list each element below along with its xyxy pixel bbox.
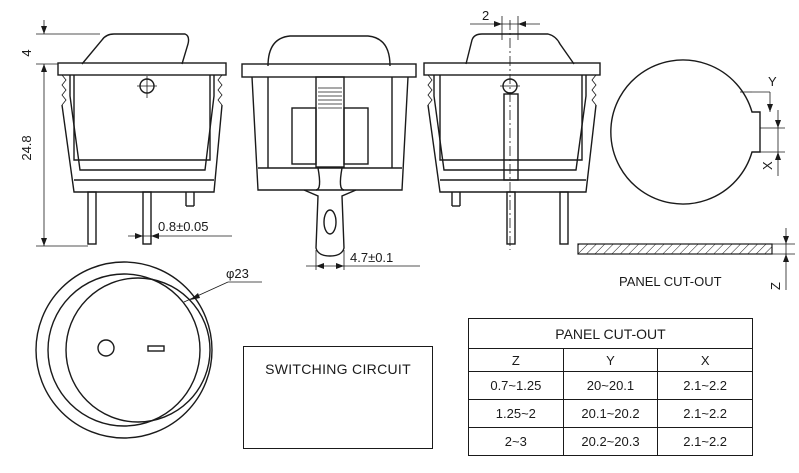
dim-4-label: 4 — [19, 49, 34, 56]
table-title: PANEL CUT-OUT — [468, 318, 753, 349]
table-row: 1.25~2 20.1~20.2 2.1~2.2 — [468, 399, 753, 428]
top-view: φ23 — [35, 261, 262, 439]
table-cell: 20.1~20.2 — [562, 399, 659, 428]
panel-cutout-shape: Y X — [610, 59, 785, 205]
dim-offset-label: 2 — [482, 8, 489, 23]
table-row: 0.7~1.25 20~20.1 2.1~2.2 — [468, 371, 753, 400]
table-cell: 0.7~1.25 — [468, 371, 564, 400]
side-view-right — [423, 20, 601, 250]
dimension-pin-thickness: 0.8±0.05 — [128, 219, 232, 239]
dim-terminal-label: 4.7±0.1 — [350, 250, 393, 265]
front-view — [241, 35, 417, 257]
panel-plate: Z PANEL CUT-OUT — [577, 228, 795, 290]
diameter-label: φ23 — [226, 266, 249, 281]
cutout-y-label: Y — [768, 74, 777, 89]
panel-cutout-table: PANEL CUT-OUT Z Y X 0.7~1.25 20~20.1 2.1… — [468, 318, 753, 456]
table-cell: 1.25~2 — [468, 399, 564, 428]
table-cell: 2.1~2.2 — [657, 427, 753, 456]
switching-circuit-box: SWITCHING CIRCUIT — [243, 346, 433, 449]
cutout-z-label: Z — [768, 282, 783, 290]
table-header-z: Z — [468, 348, 564, 372]
dimension-rocker-offset: 2 — [470, 8, 540, 40]
switching-circuit-title: SWITCHING CIRCUIT — [265, 361, 411, 377]
dimension-terminal-width: 4.7±0.1 — [306, 250, 420, 270]
dim-24-8-label: 24.8 — [19, 135, 34, 160]
table-cell: 20~20.1 — [562, 371, 659, 400]
table-cell: 2.1~2.2 — [657, 399, 753, 428]
dimension-height: 4 24.8 — [19, 20, 100, 247]
table-header-x: X — [657, 348, 753, 372]
dim-pin-label: 0.8±0.05 — [158, 219, 209, 234]
table-header-y: Y — [562, 348, 659, 372]
table-cell: 2~3 — [468, 427, 564, 456]
table-cell: 20.2~20.3 — [562, 427, 659, 456]
side-view-left — [57, 33, 227, 245]
table-cell: 2.1~2.2 — [657, 371, 753, 400]
panel-cutout-caption: PANEL CUT-OUT — [619, 274, 722, 289]
cutout-x-label: X — [760, 161, 775, 170]
table-row: 2~3 20.2~20.3 2.1~2.2 — [468, 427, 753, 456]
